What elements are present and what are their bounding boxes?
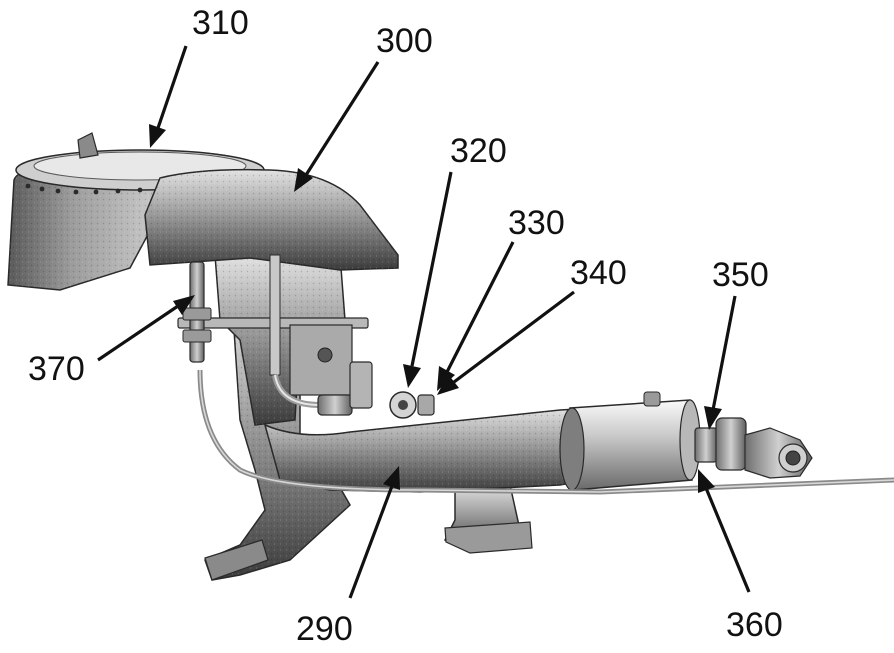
burner-assembly — [7, 132, 894, 581]
leader-290 — [348, 466, 400, 599]
deflector-hood — [144, 168, 399, 271]
callout-330: 330 — [508, 204, 565, 242]
leader-360 — [698, 469, 751, 593]
leader-lines — [97, 45, 751, 599]
air-shutter-sleeve — [559, 391, 701, 491]
leader-310 — [149, 45, 188, 148]
callout-labels: 310 300 320 330 340 350 370 290 360 — [28, 4, 783, 648]
leader-330 — [437, 241, 515, 391]
leader-340 — [437, 290, 575, 395]
leader-300 — [294, 61, 380, 192]
leader-320 — [403, 171, 453, 388]
callout-360: 360 — [726, 606, 783, 644]
callout-370: 370 — [28, 350, 85, 388]
venturi-tube — [263, 407, 599, 493]
callout-300: 300 — [376, 22, 433, 60]
callout-310: 310 — [192, 4, 249, 42]
leader-370 — [97, 295, 195, 362]
leader-350 — [704, 295, 737, 430]
callout-320: 320 — [450, 132, 507, 170]
callout-350: 350 — [712, 256, 769, 294]
front-foot — [443, 484, 533, 554]
orifice-fittings — [694, 417, 813, 479]
pilot-fittings — [272, 361, 435, 419]
callout-290: 290 — [296, 610, 353, 648]
callout-340: 340 — [570, 254, 627, 292]
